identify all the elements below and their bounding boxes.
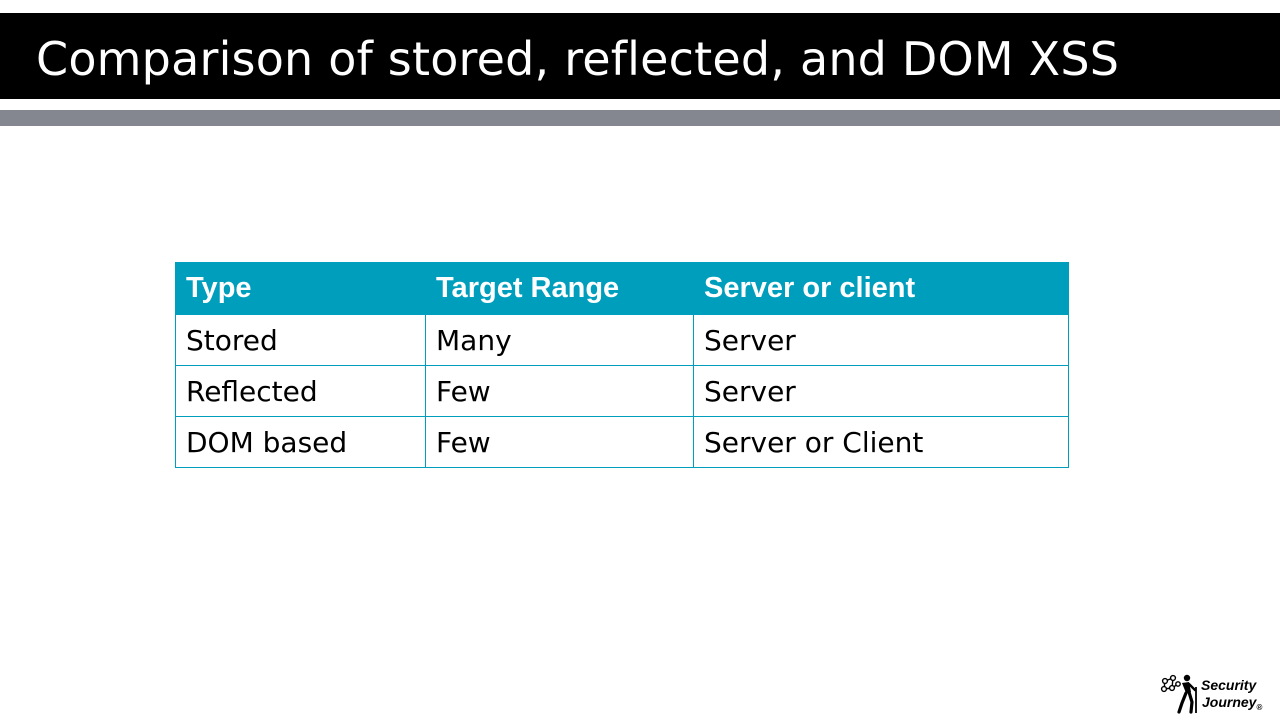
header-target-range: Target Range [425,262,694,315]
logo-wordmark: Security Journey® [1201,677,1262,716]
divider-rule [0,110,1280,126]
logo-line2: Journey [1202,694,1257,710]
cell-type: DOM based [175,416,426,468]
cell-server-or-client: Server or Client [693,416,1069,468]
table-row: Reflected Few Server [175,365,1069,417]
title-bar: Comparison of stored, reflected, and DOM… [0,13,1280,99]
slide-title: Comparison of stored, reflected, and DOM… [36,32,1120,86]
security-journey-logo: Security Journey® [1158,672,1266,716]
header-type: Type [175,262,426,315]
cell-type: Stored [175,314,426,366]
comparison-table: Type Target Range Server or client Store… [175,262,1069,468]
header-server-or-client: Server or client [693,262,1069,315]
cell-server-or-client: Server [693,365,1069,417]
table-row: Stored Many Server [175,314,1069,366]
logo-line1: Security [1201,677,1257,693]
cell-type: Reflected [175,365,426,417]
cell-target-range: Many [425,314,694,366]
table-header-row: Type Target Range Server or client [175,262,1069,315]
cell-target-range: Few [425,416,694,468]
registered-mark: ® [1256,703,1263,712]
cell-target-range: Few [425,365,694,417]
table-row: DOM based Few Server or Client [175,416,1069,468]
cell-server-or-client: Server [693,314,1069,366]
hiker-network-icon [1160,674,1197,714]
